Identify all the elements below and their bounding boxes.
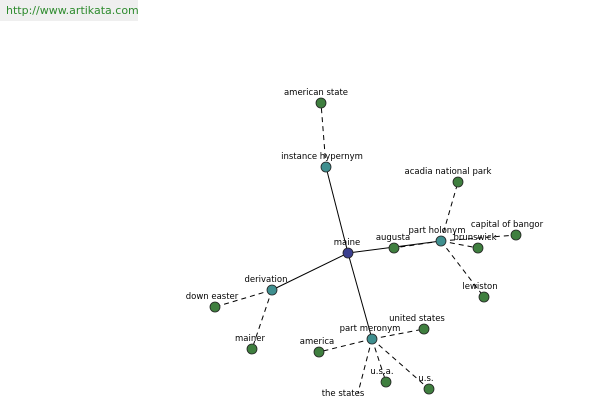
edge-part-holonym-capital-of-bangor [440, 234, 517, 242]
label-part-meronym: part meronym [340, 324, 401, 334]
label-instance-hypernym: instance hypernym [281, 152, 363, 162]
node-brunswick[interactable] [472, 242, 484, 254]
edge-part-meronym-america [318, 338, 373, 353]
node-us[interactable] [423, 383, 435, 395]
label-the-states: the states [322, 389, 365, 399]
label-american-state: american state [284, 88, 348, 98]
label-mainer: mainer [235, 334, 265, 344]
label-brunswick: brunswick [453, 233, 496, 243]
node-acadia-national-park[interactable] [452, 176, 464, 188]
label-us: u.s. [418, 374, 433, 384]
node-part-meronym[interactable] [366, 333, 378, 345]
node-part-holonym[interactable] [435, 235, 447, 247]
label-america: america [300, 337, 334, 347]
node-lewiston[interactable] [478, 291, 490, 303]
label-usa: u.s.a. [370, 367, 393, 377]
edge-part-holonym-augusta [393, 240, 442, 249]
edge-maine-instance-hypernym [325, 166, 349, 254]
edge-derivation-down-easter [214, 289, 273, 308]
edge-part-meronym-the-states [357, 338, 373, 394]
label-down-easter: down easter [186, 292, 239, 302]
node-augusta[interactable] [388, 242, 400, 254]
node-maine[interactable] [342, 247, 354, 259]
edge-part-holonym-lewiston [440, 240, 485, 298]
edge-instance-hypernym-american-state [320, 102, 327, 168]
label-capital-of-bangor: capital of bangor [471, 220, 544, 230]
edge-part-holonym-brunswick [440, 240, 479, 249]
edge-maine-part-meronym [347, 252, 373, 340]
edge-part-meronym-usa [371, 338, 387, 383]
node-down-easter[interactable] [209, 301, 221, 313]
node-united-states[interactable] [418, 323, 430, 335]
node-derivation[interactable] [266, 284, 278, 296]
label-lewiston: lewiston [462, 282, 497, 292]
label-united-states: united states [389, 314, 445, 324]
node-america[interactable] [313, 346, 325, 358]
edge-derivation-mainer [251, 289, 273, 350]
node-mainer[interactable] [246, 343, 258, 355]
label-augusta: augusta [376, 233, 410, 243]
label-maine: maine [334, 238, 360, 248]
label-part-holonym: part holonym [409, 226, 466, 236]
label-derivation: derivation [244, 275, 287, 285]
edge-maine-derivation [271, 252, 349, 291]
node-usa[interactable] [380, 376, 392, 388]
label-acadia-national-park: acadia national park [405, 167, 492, 177]
node-capital-of-bangor[interactable] [510, 229, 522, 241]
node-instance-hypernym[interactable] [320, 161, 332, 173]
site-credit-link[interactable]: http://www.artikata.com [0, 0, 139, 21]
node-american-state[interactable] [315, 97, 327, 109]
edge-part-meronym-us [371, 338, 430, 390]
edge-part-holonym-acadia [440, 181, 459, 242]
